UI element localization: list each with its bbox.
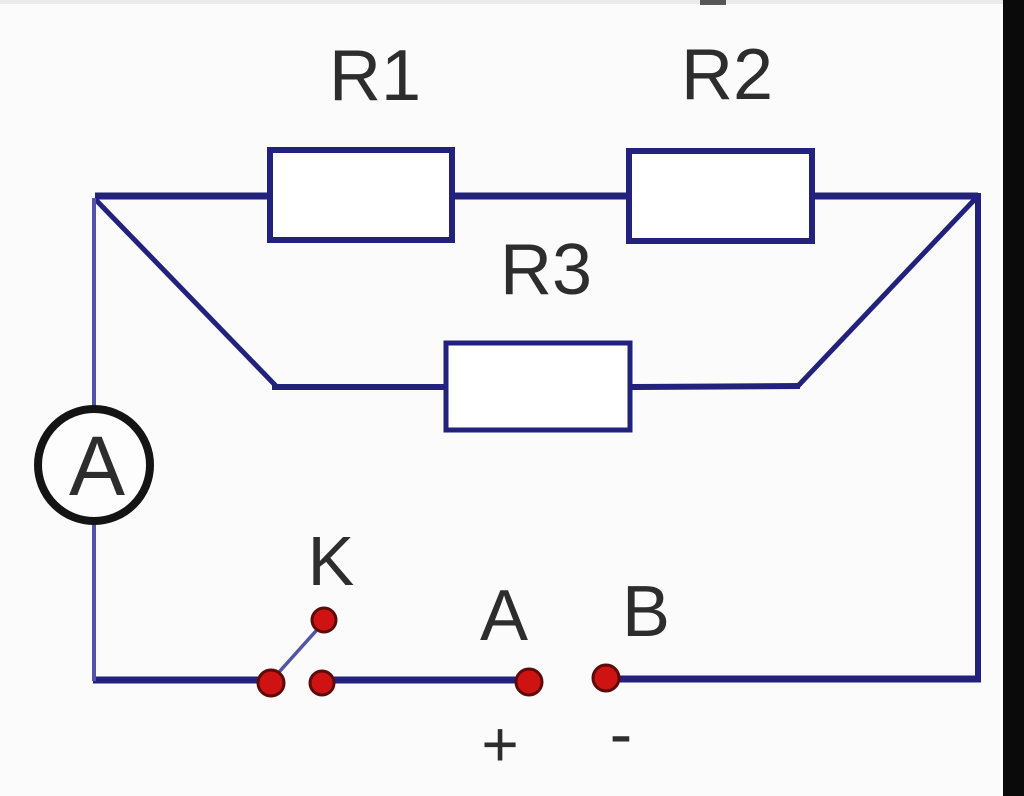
switch-contact-left-dot	[256, 668, 286, 698]
terminal-b-dot	[591, 663, 621, 693]
terminal-a-dot	[514, 667, 544, 697]
r3-label: R3	[500, 230, 592, 310]
terminal-a-label: A	[480, 576, 528, 656]
resistor-r3-body	[443, 340, 633, 433]
resistor-r2-body	[626, 148, 815, 244]
switch-contact-upper-dot	[310, 606, 338, 634]
top-strip-artifact	[0, 0, 1024, 4]
ammeter-ring	[34, 405, 154, 525]
r2-label: R2	[681, 35, 773, 115]
right-edge-black-bar	[1003, 0, 1024, 796]
ammeter-letter: A	[69, 419, 125, 513]
wire-middle-right	[626, 383, 801, 390]
switch-lever	[269, 620, 326, 683]
terminal-b-label: B	[622, 572, 670, 652]
top-edge-artifact	[700, 0, 726, 5]
switch-k-label: K	[308, 522, 355, 600]
wire-diagonal-right	[795, 195, 979, 389]
switch-contact-right-dot	[308, 669, 336, 697]
wire-diagonal-left	[93, 197, 278, 388]
polarity-plus-label: +	[481, 708, 518, 780]
resistor-r1-body	[267, 147, 455, 243]
polarity-minus-label: -	[610, 696, 633, 772]
r1-label: R1	[329, 36, 421, 116]
